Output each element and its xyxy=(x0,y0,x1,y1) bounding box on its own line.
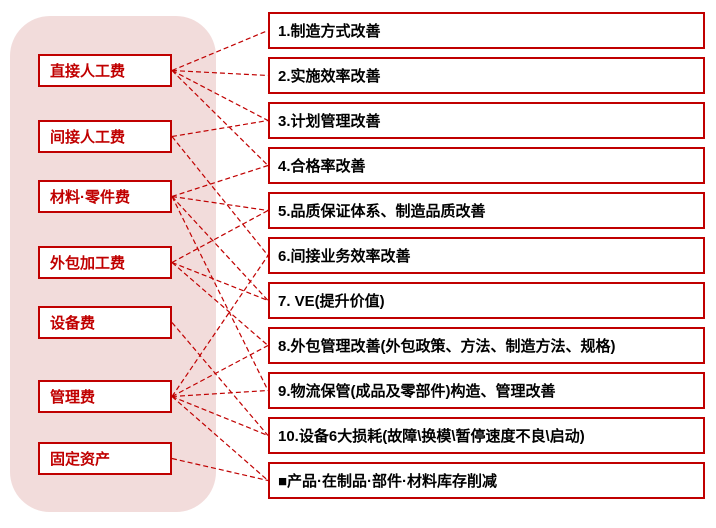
right-item-7-ve-value: 7. VE(提升价值) xyxy=(268,282,705,319)
connector-line xyxy=(171,196,269,391)
right-item-1-manufacturing-method: 1.制造方式改善 xyxy=(268,12,705,49)
right-item-8-outsourcing-management: 8.外包管理改善(外包政策、方法、制造方法、规格) xyxy=(268,327,705,364)
left-item-indirect-labor-cost: 间接人工费 xyxy=(38,120,172,153)
left-item-direct-labor-cost: 直接人工费 xyxy=(38,54,172,87)
right-item-2-implementation-efficiency: 2.实施效率改善 xyxy=(268,57,705,94)
connector-line xyxy=(171,322,269,436)
connector-line xyxy=(171,70,269,166)
right-item-9-logistics-storage: 9.物流保管(成品及零部件)构造、管理改善 xyxy=(268,372,705,409)
connector-line xyxy=(171,457,269,482)
left-item-fixed-assets: 固定资产 xyxy=(38,442,172,475)
connector-line xyxy=(171,29,269,72)
connector-line xyxy=(171,209,269,264)
connector-line xyxy=(171,395,269,437)
connector-line xyxy=(171,396,269,481)
connector-line xyxy=(171,164,269,198)
left-item-equipment-cost: 设备费 xyxy=(38,306,172,339)
connector-line xyxy=(171,69,269,77)
connector-line xyxy=(171,344,269,398)
connector-line xyxy=(171,119,269,138)
right-item-4-pass-rate: 4.合格率改善 xyxy=(268,147,705,184)
right-item-5-quality-assurance: 5.品质保证体系、制造品质改善 xyxy=(268,192,705,229)
connector-line xyxy=(171,196,269,301)
connector-line xyxy=(171,136,269,256)
connector-line xyxy=(171,261,269,302)
right-item-10-equipment-six-losses: 10.设备6大损耗(故障\换模\暂停速度不良\启动) xyxy=(268,417,705,454)
right-item-inventory-reduction: ■产品·在制品·部件·材料库存削减 xyxy=(268,462,705,499)
right-item-6-indirect-business-efficiency: 6.间接业务效率改善 xyxy=(268,237,705,274)
connector-line xyxy=(171,255,269,397)
right-item-3-plan-management: 3.计划管理改善 xyxy=(268,102,705,139)
connector-line xyxy=(171,389,269,398)
left-item-material-parts-cost: 材料·零件费 xyxy=(38,180,172,213)
connector-line xyxy=(171,262,269,346)
connector-line xyxy=(171,69,269,122)
connector-line xyxy=(171,195,269,212)
left-item-outsourcing-cost: 外包加工费 xyxy=(38,246,172,279)
left-item-management-cost: 管理费 xyxy=(38,380,172,413)
